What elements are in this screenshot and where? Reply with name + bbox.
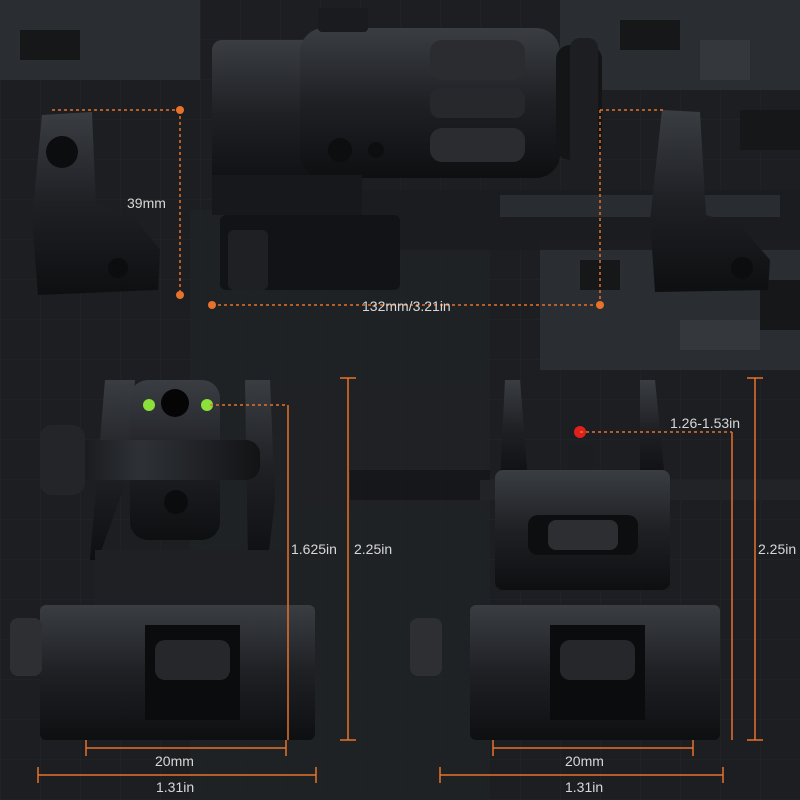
dimension-lines	[37, 109, 763, 783]
label-top-length: 132mm/3.21in	[362, 298, 451, 314]
dimension-endpoints	[176, 106, 604, 309]
label-rear-base-width-mm: 20mm	[155, 753, 194, 769]
label-front-base-width-in: 1.31in	[565, 779, 604, 795]
magnifier-scope	[212, 8, 602, 290]
label-rear-aperture-height: 1.625in	[291, 541, 337, 557]
front-sight	[410, 380, 720, 740]
label-front-total-height: 2.25in	[758, 541, 797, 557]
rear-sight	[10, 380, 315, 740]
label-front-post-height: 1.26-1.53in	[670, 415, 741, 431]
label-top-height: 39mm	[127, 195, 166, 211]
label-rear-total-height: 2.25in	[354, 541, 393, 557]
folded-rear-sight	[32, 112, 160, 295]
label-front-base-width-mm: 20mm	[565, 753, 604, 769]
folded-front-sight	[650, 110, 770, 292]
label-rear-base-width-in: 1.31in	[156, 779, 195, 795]
